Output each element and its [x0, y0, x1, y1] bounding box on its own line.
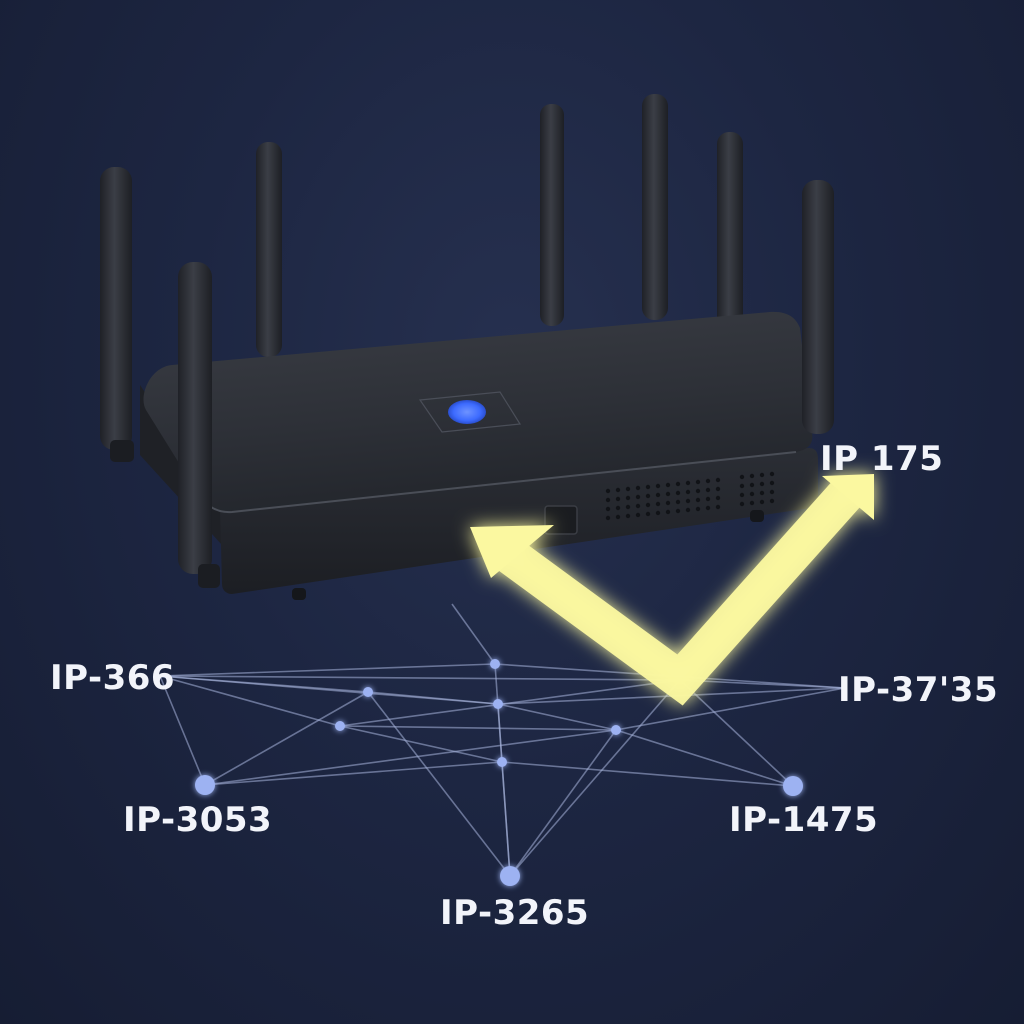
- network-node: [195, 775, 215, 795]
- status-led-icon: [448, 400, 486, 424]
- network-mesh: [159, 603, 846, 877]
- ip-label-1475: IP-1475: [729, 800, 878, 840]
- router-port: [544, 505, 578, 535]
- network-node: [335, 721, 345, 731]
- route-arrow-icon: [470, 474, 874, 706]
- ip-label-175: IP 175: [820, 439, 943, 479]
- network-node: [500, 866, 520, 886]
- router-antennas-back: [256, 94, 743, 367]
- ip-labels: IP 175 IP-366 IP-37'35 IP-3053 IP-1475 I…: [50, 439, 998, 933]
- network-node: [783, 776, 803, 796]
- network-node: [490, 659, 500, 669]
- ip-label-3053: IP-3053: [123, 800, 272, 840]
- network-node: [497, 757, 507, 767]
- router-vent-grille: [605, 471, 775, 521]
- antenna: [100, 167, 132, 450]
- antenna-base: [110, 440, 134, 462]
- network-node: [611, 725, 621, 735]
- network-node: [493, 699, 503, 709]
- router-antennas-front: [100, 167, 834, 588]
- arrowhead-left: [470, 525, 554, 578]
- antenna: [717, 132, 743, 367]
- ip-label-366: IP-366: [50, 658, 175, 698]
- ip-label-3265: IP-3265: [440, 893, 589, 933]
- network-nodes: [195, 659, 803, 886]
- antenna: [540, 104, 564, 326]
- arrowhead-right: [822, 474, 874, 520]
- led-frame: [418, 391, 522, 433]
- antenna: [256, 142, 282, 357]
- router-icon: [140, 311, 818, 600]
- antenna: [178, 262, 212, 574]
- ip-label-3735: IP-37'35: [838, 670, 998, 710]
- router-foot: [750, 510, 764, 522]
- network-node: [363, 687, 373, 697]
- router-foot: [292, 588, 306, 600]
- antenna-base: [198, 564, 220, 588]
- antenna: [642, 94, 668, 320]
- antenna: [802, 180, 834, 434]
